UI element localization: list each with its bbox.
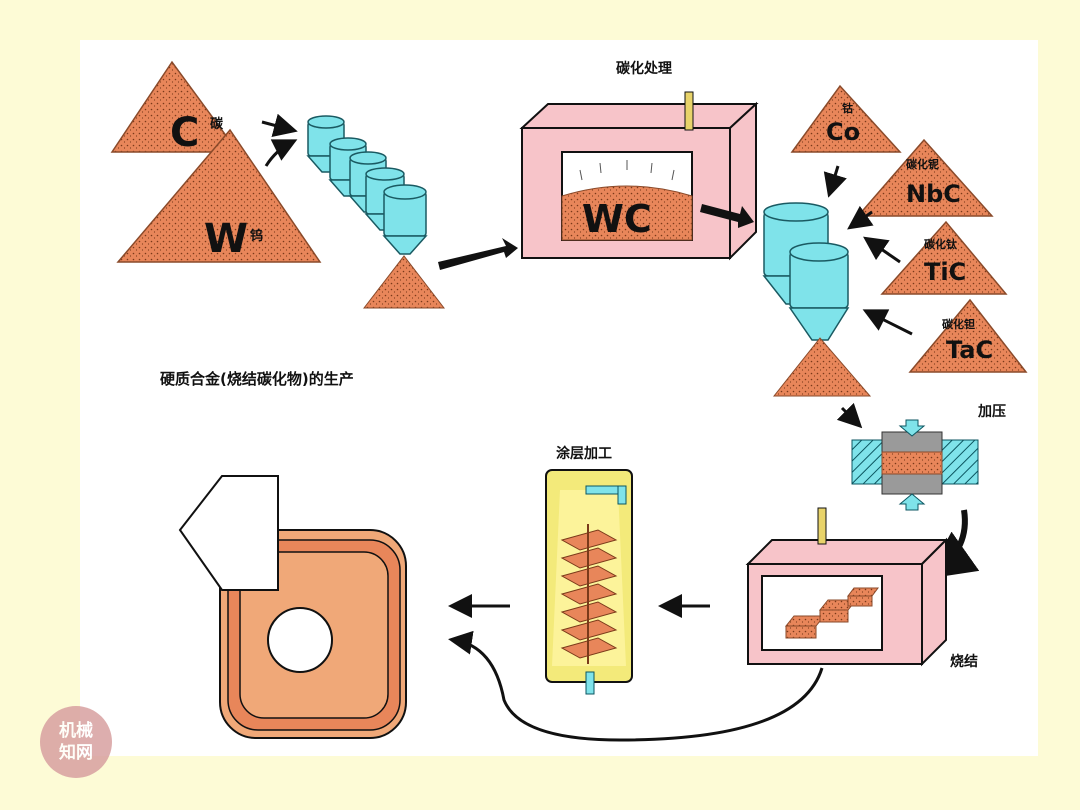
- final-insert: [178, 475, 407, 739]
- watermark-line2: 知网: [59, 743, 93, 763]
- diagram-title: 硬质合金(烧结碳化物)的生产: [160, 370, 354, 388]
- tic-name: 碳化钛: [924, 237, 958, 251]
- sintering-thermocouple: [817, 507, 827, 545]
- final-powder-pile: [772, 337, 872, 397]
- nbc-symbol: NbC: [906, 180, 961, 208]
- wc-product-label: WC: [582, 197, 652, 241]
- additive-arrows: [823, 165, 913, 336]
- sintering-furnace: [745, 507, 949, 667]
- carbon-name: 碳: [210, 116, 224, 132]
- tungsten-name: 钨: [250, 228, 263, 244]
- arrow-to-press: [836, 402, 863, 429]
- watermark: 机械 知网: [40, 706, 112, 778]
- tac-name: 碳化钽: [942, 317, 975, 331]
- watermark-line1: 机械: [59, 721, 93, 741]
- tungsten-powder-pile: W 钨: [116, 128, 322, 263]
- tac-pile: TaC 碳化钽: [908, 298, 1028, 373]
- coating-label: 涂层加工: [556, 445, 612, 462]
- nbc-name: 碳化铌: [906, 157, 939, 171]
- feed-arrows: [261, 113, 298, 167]
- pressing-label: 加压: [977, 404, 1006, 420]
- tic-pile: TiC 碳化钛: [880, 220, 1008, 295]
- final-mixer-2: [788, 242, 850, 341]
- press: [851, 419, 979, 511]
- mixer-5: [382, 184, 428, 255]
- tic-symbol: TiC: [924, 258, 966, 286]
- cobalt-pile: Co 钴: [790, 84, 902, 153]
- carbon-symbol: C: [170, 110, 199, 156]
- final-mixers: [762, 202, 850, 341]
- sintering-label: 烧结: [950, 653, 978, 670]
- carbonization-label: 碳化处理: [616, 60, 672, 77]
- tungsten-symbol: W: [204, 216, 248, 262]
- arrow-to-carbonization: [438, 238, 518, 270]
- mixed-powder-pile: [362, 255, 446, 309]
- coating-chamber: [545, 469, 633, 695]
- flow-arrows-bottom: [448, 594, 824, 742]
- carbon-powder-pile: C 碳: [110, 60, 240, 156]
- thermocouple: [684, 91, 694, 131]
- cobalt-name: 钴: [842, 101, 853, 115]
- tac-symbol: TaC: [946, 336, 993, 364]
- cobalt-symbol: Co: [826, 118, 860, 146]
- nbc-pile: NbC 碳化铌: [856, 138, 994, 217]
- arrow-to-mixer: [700, 204, 754, 228]
- mixer-cascade: [306, 115, 428, 255]
- carbonization-furnace: WC: [519, 91, 759, 261]
